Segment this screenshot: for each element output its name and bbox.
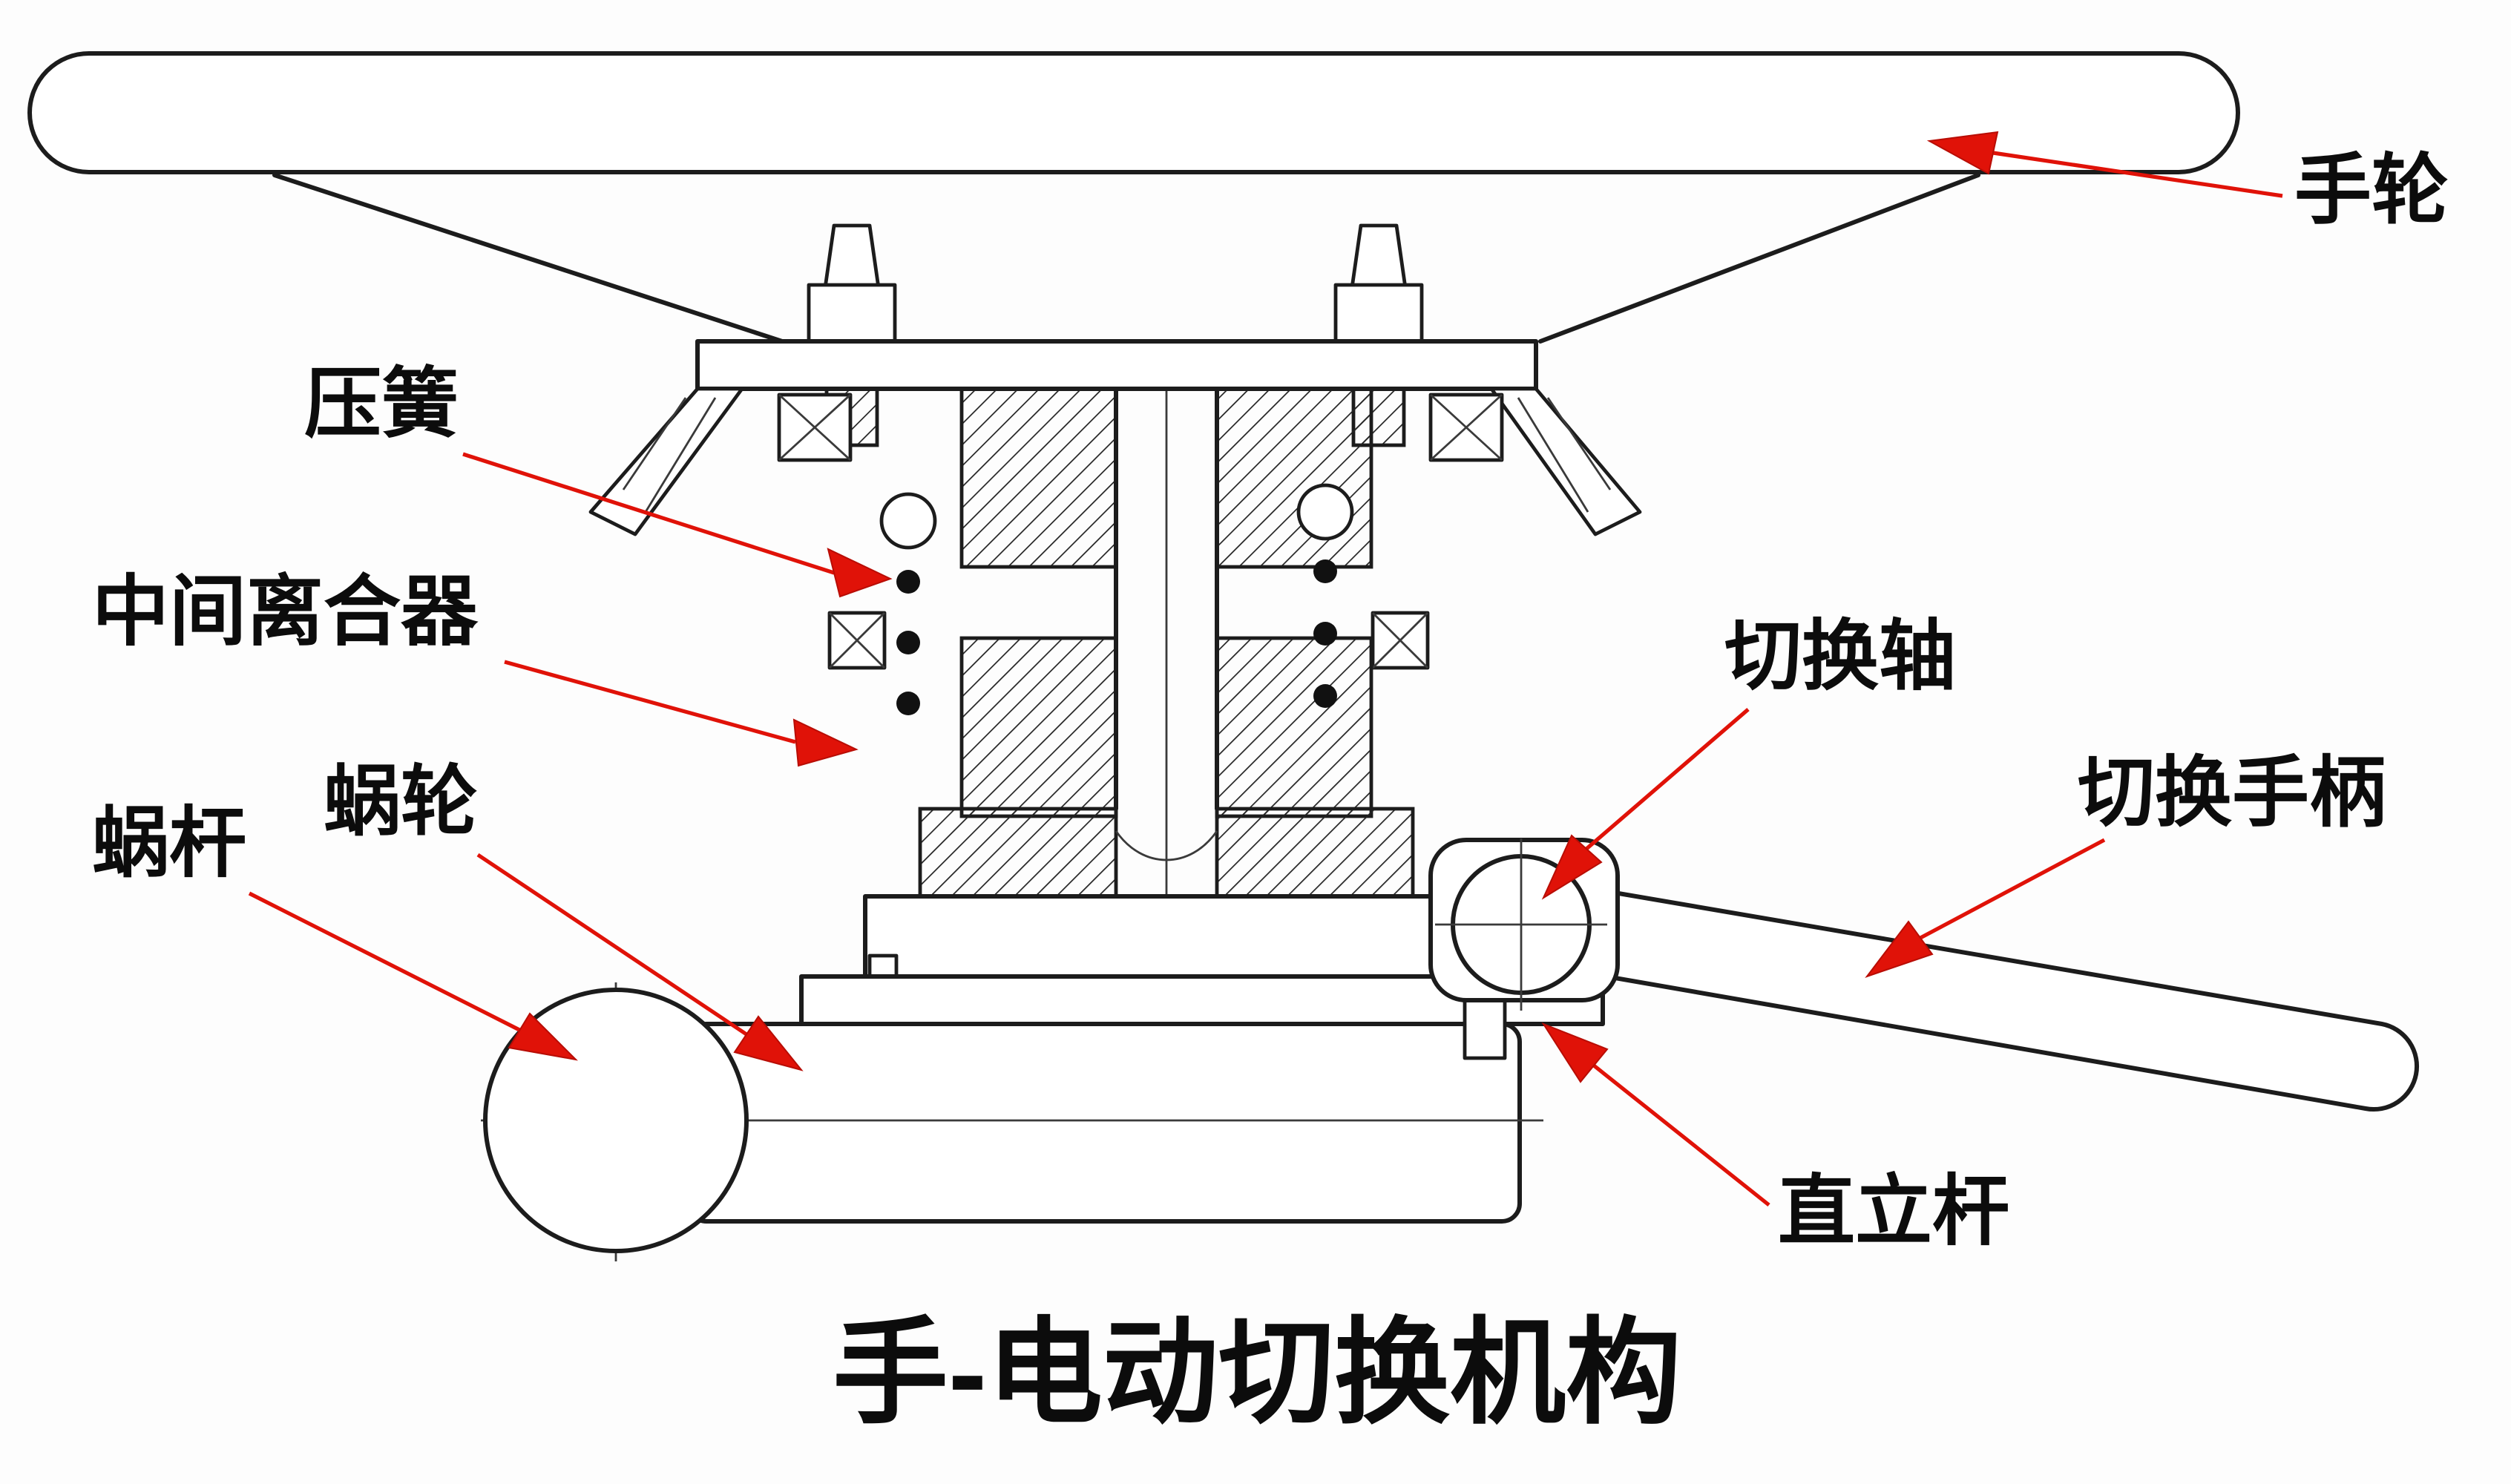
leader-compression-spring	[462, 452, 835, 575]
leader-switching-handle	[1919, 838, 2106, 940]
arrow-intermediate-clutch	[792, 718, 859, 767]
bearing-box-upper-right	[1428, 393, 1504, 462]
arrow-compression-spring	[827, 548, 893, 598]
leader-switching-shaft	[1585, 708, 1750, 850]
bearing-ball-left	[879, 492, 937, 550]
switching-handle-bar	[1587, 888, 2420, 1112]
leader-vertical-rod	[1592, 1063, 1770, 1207]
hub-top-plate	[695, 339, 1538, 391]
arrow-switching-handle	[1865, 920, 1934, 979]
label-switching-shaft: 切换轴	[1724, 614, 1956, 700]
handwheel-rim	[27, 51, 2240, 174]
central-shaft	[1114, 387, 1219, 861]
clutch-sleeve-left	[918, 387, 1118, 900]
flange-wing-right	[1489, 387, 1642, 536]
label-worm-wheel: 蜗轮	[324, 759, 478, 845]
label-handwheel: 手轮	[2294, 148, 2449, 234]
bearing-box-upper-left	[777, 393, 853, 462]
leader-worm-wheel	[476, 853, 748, 1037]
bearing-ball-right	[1296, 483, 1354, 541]
diagram-title: 手-电动切换机构	[833, 1309, 1681, 1438]
label-intermediate-clutch: 中间离合器	[92, 569, 479, 655]
leader-handwheel	[1992, 151, 2283, 198]
bearing-box-lower-left	[827, 611, 887, 670]
flange-wing-left	[588, 387, 744, 536]
annotations	[248, 131, 2283, 1207]
arrow-vertical-rod	[1541, 1022, 1609, 1083]
arrow-worm-wheel	[733, 1015, 804, 1071]
bearing-box-lower-right	[1371, 611, 1430, 670]
wheel-spokes	[272, 173, 1980, 344]
label-switching-handle: 切换手柄	[2078, 750, 2386, 836]
label-compression-spring: 压簧	[304, 361, 459, 447]
label-worm: 蜗杆	[92, 801, 246, 887]
clutch-sleeve-right	[1215, 387, 1415, 900]
leader-intermediate-clutch	[504, 660, 796, 744]
leader-worm	[248, 891, 521, 1032]
arrow-worm	[508, 1012, 578, 1061]
worm-gear-housing	[686, 1022, 1522, 1224]
arrow-switching-shaft	[1541, 834, 1603, 900]
arrow-handwheel	[1926, 131, 1999, 175]
spring-balls-right	[1313, 559, 1337, 708]
label-vertical-rod: 直立杆	[1778, 1169, 2009, 1255]
spring-balls-left	[896, 570, 920, 715]
